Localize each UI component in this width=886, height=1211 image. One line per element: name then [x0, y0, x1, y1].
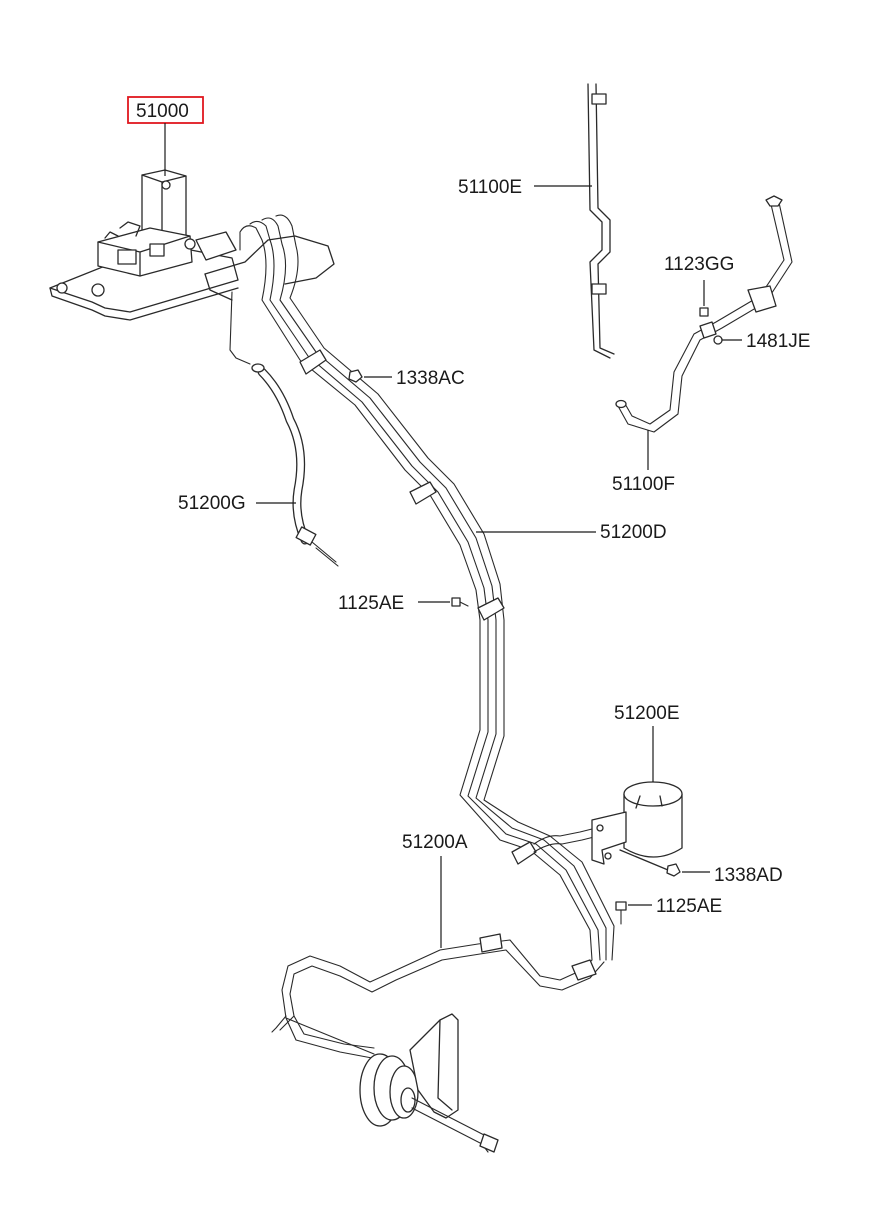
label-1338AD[interactable]: 1338AD: [714, 865, 783, 886]
callout-51200G: 51200G: [178, 493, 296, 514]
label-1125AE-top[interactable]: 1125AE: [338, 593, 404, 614]
label-1123GG[interactable]: 1123GG: [664, 254, 734, 275]
part-51200D-tube-bundle: [239, 214, 615, 961]
callout-51200E: 51200E: [614, 703, 680, 782]
label-1481JE[interactable]: 1481JE: [746, 331, 810, 352]
callout-51200D: 51200D: [476, 522, 667, 543]
callout-51100F: 51100F: [612, 430, 675, 495]
label-51000[interactable]: 51000: [136, 101, 189, 122]
label-51200E[interactable]: 51200E: [614, 703, 680, 724]
part-51100F-tube: [615, 195, 793, 433]
callout-1338AC: 1338AC: [348, 368, 465, 389]
label-51100F[interactable]: 51100F: [612, 474, 675, 495]
part-51200A-tube-assembly: [271, 933, 605, 1059]
part-51000-bracket-assembly: [49, 169, 335, 321]
part-51200G-hose: [229, 291, 339, 567]
callout-1123GG: 1123GG: [664, 254, 734, 317]
callout-1338AD: 1338AD: [619, 849, 783, 886]
label-51200D[interactable]: 51200D: [600, 522, 667, 543]
label-51200G[interactable]: 51200G: [178, 493, 246, 514]
label-51100E[interactable]: 51100E: [458, 177, 522, 198]
part-bottom-drive-unit: [359, 1013, 499, 1153]
callout-1125AE-top: 1125AE: [338, 593, 469, 614]
label-1338AC[interactable]: 1338AC: [396, 368, 465, 389]
label-1125AE-bottom[interactable]: 1125AE: [656, 896, 722, 917]
callout-1481JE: 1481JE: [699, 321, 810, 352]
part-51100E-clip-strip: [587, 83, 615, 359]
callout-1125AE-bottom: 1125AE: [615, 896, 722, 925]
part-51200E-canister: [591, 781, 683, 865]
callout-51200A: 51200A: [402, 832, 468, 948]
callout-51000: 51000: [127, 96, 204, 176]
callout-51100E: 51100E: [458, 177, 592, 198]
label-51200A[interactable]: 51200A: [402, 832, 468, 853]
